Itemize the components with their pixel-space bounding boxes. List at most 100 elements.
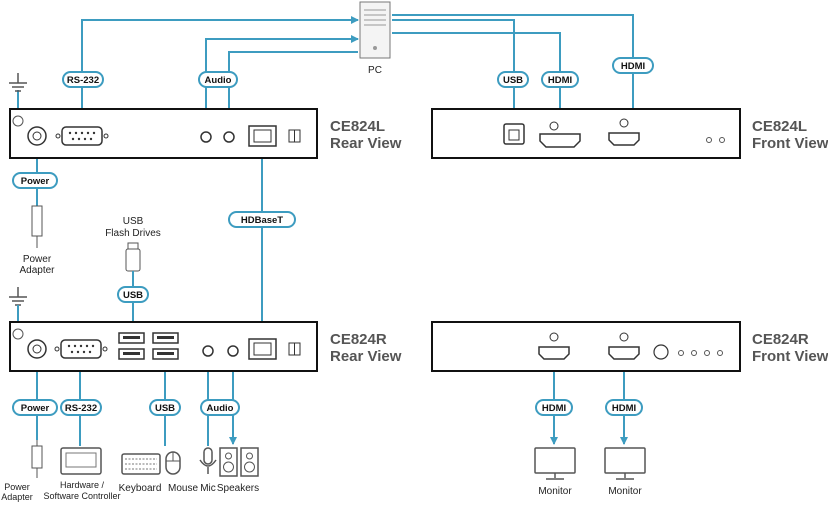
power-adapter-label-bottom-2: Adapter — [1, 492, 33, 502]
dip-switch-icon — [288, 342, 301, 356]
ce824l-front-panel — [431, 108, 741, 159]
usb-flash-drive-icon — [125, 242, 141, 272]
ce824l-front-view: Front View — [752, 135, 828, 152]
speakers-icon — [219, 447, 259, 477]
ground-icon — [9, 73, 27, 92]
pill-power-top: Power — [12, 172, 58, 189]
power-adapter-icon — [31, 205, 43, 248]
audio-jack-icon — [223, 131, 235, 143]
svg-text:HDMI: HDMI — [612, 403, 636, 414]
audio-cable-top-1 — [205, 35, 359, 129]
pill-rs232-bottom: RS-232 — [60, 399, 102, 416]
ce824l-rear-view: Rear View — [330, 135, 402, 152]
rj45-port-icon — [248, 338, 277, 360]
ce824r-rear-name: CE824R — [330, 331, 387, 348]
hdmi-port-icon — [608, 118, 640, 146]
keyboard-icon — [121, 453, 161, 475]
rj45-port-icon — [248, 125, 277, 147]
audio-cable-top-2 — [225, 51, 358, 128]
ce824r-front-view: Front View — [752, 348, 828, 365]
rs232-port-icon — [54, 339, 108, 359]
ce824l-rear-name: CE824L — [330, 118, 385, 135]
controller-icon — [60, 447, 102, 475]
svg-text:USB: USB — [123, 290, 143, 301]
hdmi-port-icon — [608, 332, 640, 360]
svg-text:Audio: Audio — [205, 75, 232, 86]
led-icon — [719, 137, 725, 143]
usb-a-ports-icon — [118, 332, 179, 360]
svg-text:Power: Power — [21, 176, 50, 187]
usb-cable-top — [392, 19, 515, 122]
audio-jack-icon — [227, 345, 239, 357]
led-icon — [678, 350, 684, 356]
monitor-label-2: Monitor — [608, 486, 642, 497]
rs232-port-icon — [55, 126, 109, 146]
pc-label: PC — [368, 65, 382, 76]
pill-hdmi-bottom-1: HDMI — [535, 399, 573, 416]
ground-screw-icon — [12, 115, 24, 127]
ground-icon — [9, 287, 27, 306]
mic-label: Mic — [200, 483, 216, 494]
power-adapter-label-bottom-1: Power — [4, 482, 30, 492]
led-icon — [704, 350, 710, 356]
led-icon — [717, 350, 723, 356]
led-icon — [691, 350, 697, 356]
push-button-icon — [653, 344, 669, 360]
svg-text:HDMI: HDMI — [542, 403, 566, 414]
speakers-label: Speakers — [217, 483, 259, 494]
svg-text:RS-232: RS-232 — [67, 75, 99, 86]
mouse-label: Mouse — [168, 483, 198, 494]
ce824r-front-panel — [431, 321, 741, 372]
ce824r-rear-panel — [9, 321, 318, 372]
pill-power-bottom: Power — [12, 399, 58, 416]
pill-hdmi-top-2: HDMI — [612, 57, 654, 74]
svg-text:Power: Power — [21, 403, 50, 414]
pc-tower — [359, 1, 391, 59]
pill-hdmi-top-1: HDMI — [541, 71, 579, 88]
power-adapter-icon — [31, 440, 43, 478]
audio-jack-icon — [202, 345, 214, 357]
power-adapter-label-top-2: Adapter — [19, 265, 55, 276]
hdmi-cable-top-2 — [392, 14, 637, 132]
pill-usb-top: USB — [497, 71, 529, 88]
pill-hdbaset: HDBaseT — [228, 211, 296, 228]
svg-text:HDMI: HDMI — [548, 75, 572, 86]
svg-text:RS-232: RS-232 — [65, 403, 97, 414]
pill-rs232-top: RS-232 — [62, 71, 104, 88]
monitor-icon — [534, 447, 576, 480]
svg-text:Audio: Audio — [207, 403, 234, 414]
power-adapter-label-top-1: Power — [23, 254, 52, 265]
audio-jack-icon — [200, 131, 212, 143]
pill-usb-bottom: USB — [149, 399, 181, 416]
controller-label-2: Software Controller — [43, 491, 120, 501]
ground-screw-icon — [12, 328, 24, 340]
ce824l-front-name: CE824L — [752, 118, 807, 135]
svg-text:HDMI: HDMI — [621, 61, 645, 72]
usb-flash-label-2: Flash Drives — [105, 228, 161, 239]
ce824r-rear-view: Rear View — [330, 348, 402, 365]
mouse-icon — [165, 451, 181, 475]
pill-audio-top: Audio — [198, 71, 238, 88]
monitor-label-1: Monitor — [538, 486, 572, 497]
ce824l-rear-panel — [9, 108, 318, 159]
keyboard-label: Keyboard — [119, 483, 162, 494]
monitor-icon — [604, 447, 646, 480]
top-cables — [17, 14, 637, 340]
led-icon — [706, 137, 712, 143]
svg-text:USB: USB — [503, 75, 523, 86]
dip-switch-icon — [288, 129, 301, 143]
svg-text:USB: USB — [155, 403, 175, 414]
usb-flash-label-1: USB — [123, 216, 144, 227]
hdmi-port-icon — [539, 121, 581, 148]
controller-label-1: Hardware / — [60, 480, 105, 490]
usb-b-port-icon — [503, 123, 525, 145]
svg-text:HDBaseT: HDBaseT — [241, 215, 283, 226]
pill-audio-bottom: Audio — [200, 399, 240, 416]
pill-hdmi-bottom-2: HDMI — [605, 399, 643, 416]
hdmi-cable-top-1 — [392, 32, 564, 132]
microphone-icon — [199, 447, 217, 474]
ce824r-front-name: CE824R — [752, 331, 809, 348]
hdmi-port-icon — [538, 332, 570, 360]
